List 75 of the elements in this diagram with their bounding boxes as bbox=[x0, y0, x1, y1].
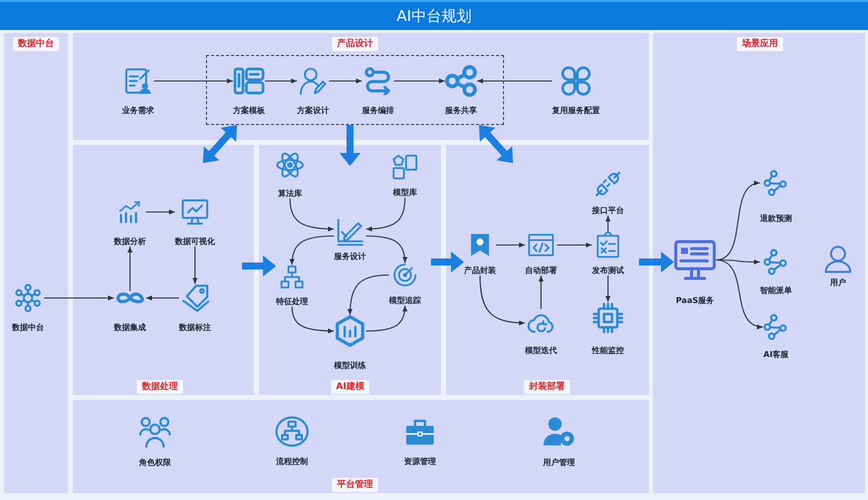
node-label: 数据中台 bbox=[12, 322, 44, 332]
panel bbox=[4, 33, 68, 493]
arrow bbox=[606, 276, 610, 302]
arrow bbox=[479, 275, 526, 326]
arrow bbox=[146, 210, 175, 214]
arrow bbox=[479, 125, 513, 163]
panel bbox=[73, 33, 649, 140]
panel-title: 场景应用 bbox=[737, 37, 783, 51]
panel-title: 数据中台 bbox=[13, 37, 59, 51]
arrow bbox=[606, 216, 610, 232]
arrow bbox=[557, 242, 592, 248]
panel-title: 平台管理 bbox=[332, 478, 378, 492]
panel-title: AI建模 bbox=[331, 380, 370, 394]
node-label: 模型迭代 bbox=[525, 344, 557, 356]
panel-title: 数据处理 bbox=[137, 380, 183, 394]
node-label: 算法库 bbox=[278, 188, 302, 198]
node-label: 模型训练 bbox=[334, 360, 366, 370]
arrow bbox=[329, 78, 362, 84]
arrow bbox=[716, 182, 760, 261]
arrow bbox=[348, 274, 390, 316]
arrow bbox=[265, 78, 297, 84]
node-label: 方案模板 bbox=[233, 104, 265, 116]
panel bbox=[446, 145, 649, 395]
node-label: 退款预测 bbox=[760, 212, 792, 224]
node-label: 接口平台 bbox=[592, 204, 624, 216]
arrow bbox=[366, 305, 408, 332]
node-label: 服务设计 bbox=[334, 250, 366, 262]
node-label: 智能派单 bbox=[760, 284, 792, 296]
node-label: 复用服务配置 bbox=[552, 104, 600, 116]
node-label: 数据分析 bbox=[114, 236, 146, 246]
arrow bbox=[289, 198, 334, 232]
arrow bbox=[154, 78, 233, 84]
node-label: 方案设计 bbox=[297, 104, 329, 116]
node-label: 数据集成 bbox=[114, 322, 146, 332]
title-banner: AI中台规划 bbox=[0, 0, 868, 30]
panel bbox=[259, 145, 441, 395]
arrow bbox=[366, 235, 408, 264]
arrow bbox=[192, 246, 198, 284]
node-label: 数据可视化 bbox=[175, 236, 215, 246]
node-label: 产品封装 bbox=[464, 264, 496, 276]
arrow bbox=[496, 242, 525, 248]
arrow bbox=[366, 197, 406, 232]
arrow bbox=[290, 235, 334, 266]
node-label: 服务编排 bbox=[362, 104, 394, 116]
arrow bbox=[128, 246, 132, 292]
arrow bbox=[716, 259, 764, 329]
arrow bbox=[44, 296, 114, 300]
arrow bbox=[291, 306, 334, 334]
node-label: 资源管理 bbox=[404, 456, 436, 468]
node-label: 发布测试 bbox=[592, 264, 624, 276]
arrow bbox=[203, 125, 237, 163]
node-label: 自动部署 bbox=[525, 264, 557, 276]
node-label: 流程控制 bbox=[276, 456, 308, 468]
node-label: 特征处理 bbox=[276, 296, 308, 306]
arrow bbox=[394, 78, 445, 84]
panel bbox=[73, 400, 649, 493]
node-label: 角色权限 bbox=[139, 456, 171, 468]
panel bbox=[653, 33, 865, 493]
node-label: 服务共享 bbox=[445, 104, 477, 116]
node-label: AI客服 bbox=[763, 348, 789, 360]
node-label: 模型追踪 bbox=[389, 294, 421, 306]
panel bbox=[73, 145, 254, 395]
panel-title: 封装部署 bbox=[524, 380, 570, 394]
arrow bbox=[477, 78, 552, 84]
arrow bbox=[538, 276, 544, 309]
node-label: 用户 bbox=[830, 276, 846, 288]
node-label: 性能监控 bbox=[592, 344, 624, 356]
dashed-frame bbox=[206, 55, 504, 125]
node-label: 用户管理 bbox=[543, 456, 575, 468]
arrow bbox=[146, 296, 179, 300]
node-label: 模型库 bbox=[393, 186, 417, 198]
panel-title: 产品设计 bbox=[332, 37, 378, 51]
node-label: PaaS服务 bbox=[676, 294, 714, 306]
node-label: 数据标注 bbox=[179, 322, 211, 332]
node-label: 业务需求 bbox=[122, 104, 154, 116]
